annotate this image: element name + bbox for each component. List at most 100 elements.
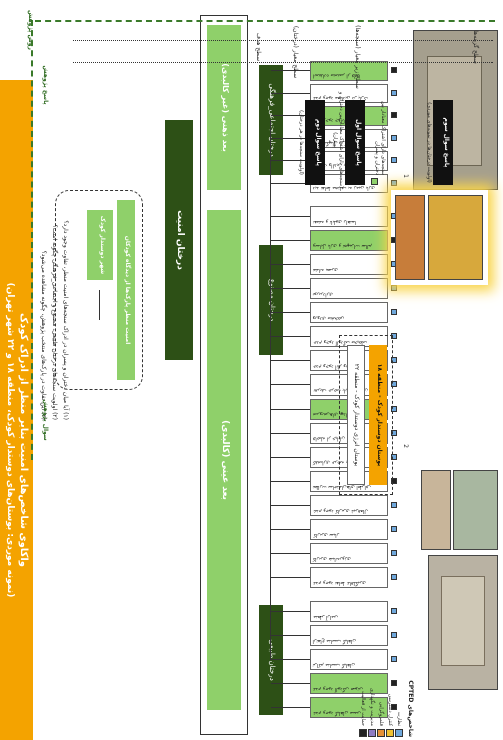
item-connector: [271, 683, 310, 684]
cpted-marker: [391, 501, 397, 508]
park-1-label: بوستان دوستدار کودک - منطقه ۱۸: [369, 345, 387, 485]
goal-park-security: امنیت منظر پارک‌ها از دیدگاه کودکان: [117, 200, 135, 380]
title-line-1: واکاوی شاخص‌های امنیت بنابر منظر از ادرا…: [18, 312, 29, 568]
cpted-marker: [391, 549, 397, 556]
item-connector: [271, 408, 310, 410]
item-connector: [271, 216, 310, 218]
criterion-item: کاربری شبانه‌روزی: [310, 542, 388, 564]
legend-swatch: [368, 729, 376, 737]
security-tree-box: درختان امنیت: [165, 120, 193, 360]
item-connector: [271, 384, 310, 386]
level-subcriteria: سطح زیر معیار (سنجه‌ها): [354, 25, 361, 89]
answer-2-box: پاسخ سوال دوم: [305, 100, 325, 185]
photo-label-1: 1: [402, 174, 409, 178]
question-1: (۱) آیا میان دختران و پسران در ادراک سنج…: [62, 220, 69, 420]
answer-3-box: پاسخ سوال سوم: [433, 100, 453, 185]
cpted-marker: [391, 157, 397, 164]
legend-swatch: [377, 729, 385, 737]
photo-label-2: 2: [402, 444, 409, 448]
answer-1-box: پاسخ سوال اول: [345, 100, 365, 185]
guide-dotted-2: [73, 62, 493, 63]
cpted-marker: [391, 632, 397, 638]
criterion-item: ورودی مشخص: [310, 302, 388, 324]
legend-label: مدیریت و نگهداری: [369, 687, 375, 726]
guide-dotted-1: [73, 40, 493, 41]
tag-method: روش پژوهش: [27, 10, 34, 50]
answer-3-note: (اولویت درختان‌ها در نمونه‌های موردی): [426, 102, 432, 183]
cpted-marker: [391, 309, 397, 316]
answer-2-label: پاسخ سوال دوم: [315, 118, 322, 167]
tag-answer: پاسخ پژوهش: [42, 65, 49, 105]
item-connector: [271, 432, 310, 434]
criterion-item: نقشه و تابلوی راهنما: [310, 206, 388, 228]
park-photo-playground-2: [395, 195, 425, 280]
cpted-marker: [391, 285, 397, 292]
cpted-marker: [391, 525, 397, 532]
tag-question: سوال پژوهش: [42, 399, 49, 441]
physical-dimension: بعد عینی (کالبدی): [207, 210, 241, 710]
item-connector: [271, 504, 310, 506]
criterion-item: کاربری سیار: [310, 518, 388, 540]
legend-label: کنترل دسترسی: [387, 693, 393, 726]
park-photo-aerial-1: [428, 555, 498, 690]
title-line-2: (نمونه موردی: بوستان‌های دوستدار کودک، م…: [5, 282, 15, 598]
answer-3-label: پاسخ سوال سوم: [443, 117, 450, 168]
answer-1-note: (سنجه‌های دارای اشتراک معنادار بین دخترا…: [332, 91, 344, 189]
guide-dashed-1: [31, 20, 33, 460]
answer-1-label: پاسخ سوال اول: [355, 119, 362, 166]
item-connector: [271, 480, 310, 482]
goal-link: [99, 290, 100, 320]
connector-main: [270, 120, 271, 660]
key-note: سنجه‌های دارای اشتراک معنادار بین دختران…: [374, 101, 386, 175]
item-connector: [271, 240, 310, 242]
legend-entry: مدیریت و نگهداری: [368, 688, 376, 737]
cpted-marker: [391, 89, 397, 96]
legend-label: حمایت از فعالیت: [360, 690, 366, 726]
legend-entry: نظارت: [395, 712, 403, 737]
legend-swatch: [386, 729, 394, 737]
item-connector: [271, 312, 310, 314]
item-connector: [271, 92, 310, 94]
cpted-marker: [391, 179, 397, 186]
legend-entry: حمایت از فعالیت: [359, 691, 367, 737]
park-photo-playground: [428, 195, 483, 280]
cpted-marker: [391, 112, 397, 119]
criterion-item: عدم وجود کاربری غیرفعال: [310, 494, 388, 516]
level-goal: سطح هدف: [255, 32, 262, 62]
key-swatch: [371, 178, 378, 185]
group-natural: درختان طبیعی: [259, 605, 283, 715]
criterion-item: وسایل بازی و تجهیزات سالم: [310, 230, 388, 252]
level-criteria: سطح معیار (درختان): [292, 25, 299, 79]
item-connector: [271, 360, 310, 362]
group-artificial: درختان مصنوع: [259, 245, 283, 355]
group-social: درختان اجتماعی_فرهنگی: [259, 65, 283, 175]
item-connector: [271, 336, 310, 338]
legend-swatch: [395, 729, 403, 737]
guide-dashed-2: [35, 20, 495, 22]
item-connector: [271, 528, 310, 530]
legend-entry: قلمروگرایی: [377, 702, 385, 737]
legend-heading: شاخص‌های CPTED: [407, 680, 414, 737]
item-connector: [271, 635, 310, 636]
park-2-label: بوستان انرژی دوستدار کودک - منطقه ۲۲: [347, 345, 365, 485]
legend-swatch: [359, 729, 367, 737]
item-connector: [271, 288, 310, 290]
criterion-item: عدم وجود نقاط عاقلگیری: [310, 566, 388, 588]
cpted-marker: [391, 67, 397, 74]
legend-entry: کنترل دسترسی: [386, 694, 394, 737]
criterion-item: نشانه بصری: [310, 254, 388, 276]
legend-label: نظارت: [396, 711, 402, 726]
question-2: (۲) اولویت سنجه‌های درختان طبیعی، مصنوع …: [51, 224, 58, 420]
level-options: سطح گزینه‌ها: [472, 30, 479, 64]
park-photo-people-1: [453, 470, 498, 550]
item-connector: [271, 659, 310, 660]
mental-dimension: بعد ذهنی (غیر کالبدی): [207, 25, 241, 190]
criterion-item: نورپردازی: [310, 278, 388, 300]
item-connector: [271, 552, 310, 554]
park-photo-people-2: [421, 470, 451, 550]
item-connector: [271, 611, 310, 612]
item-connector: [271, 264, 310, 266]
